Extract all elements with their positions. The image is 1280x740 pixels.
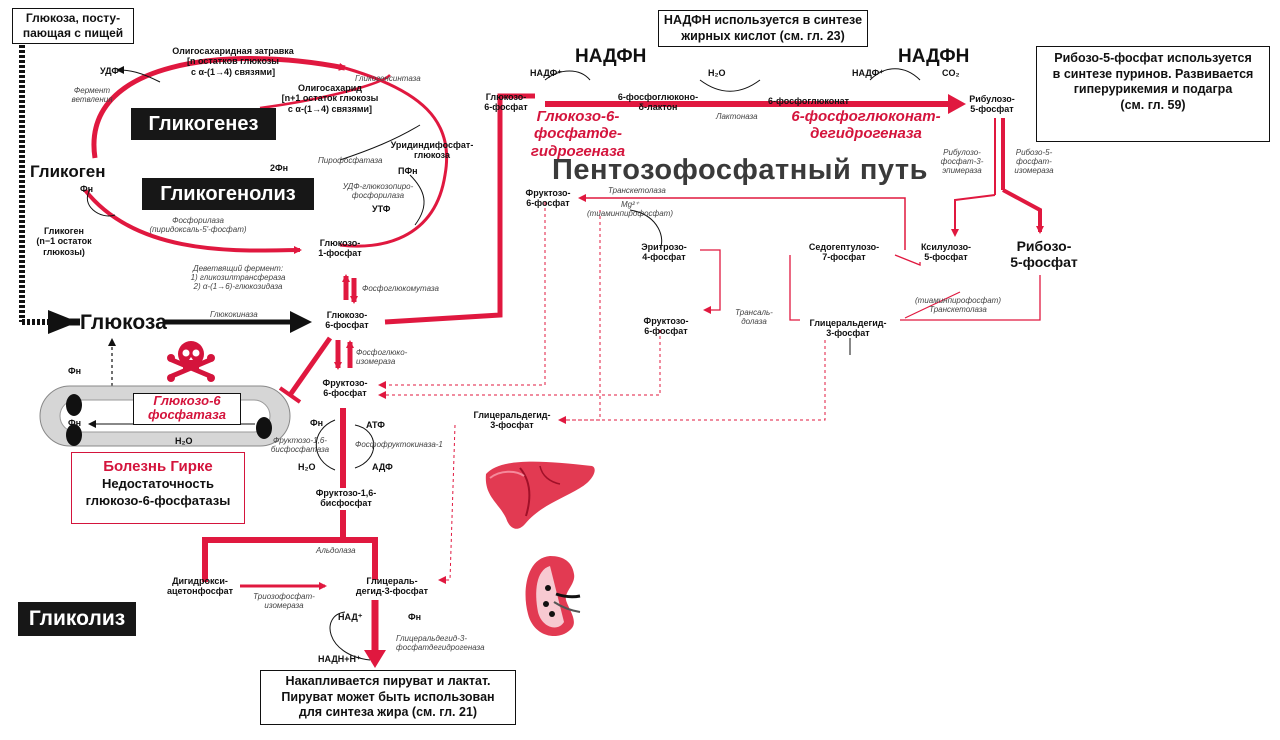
ppi-label: ПФн	[398, 166, 418, 176]
transketolase-label: Транскетолаза	[608, 186, 666, 195]
nadph-right: НАДФН	[898, 46, 970, 67]
phosphoglucoisomerase-label: Фосфоглюко- изомераза	[356, 348, 408, 367]
h2o-label: H₂O	[298, 462, 316, 472]
e4p-label: Эритрозо- 4-фосфат	[641, 242, 687, 263]
pi-gap: Фн	[408, 612, 422, 622]
utf-label: УТФ	[372, 204, 391, 214]
g6pase-box: Глюкозо-6 фосфатаза	[133, 393, 241, 425]
epimerase-label: Рибулозо- фосфат-3- эпимераза	[940, 148, 984, 176]
aldolase-label: Альдолаза	[316, 546, 356, 555]
ru5p-label: Рибулозо- 5-фосфат	[969, 94, 1015, 115]
gapdh-label: Глицеральдегид-3- фосфатдегидрогеназа	[396, 634, 485, 653]
h2o-er-label: H₂O	[175, 436, 193, 446]
glycogen-n1-label: Гликоген (n−1 остаток глюкозы)	[36, 226, 92, 257]
nadh-label: НАДН+Н⁺	[318, 654, 361, 664]
dhap-label: Дигидрокси- ацетонфосфат	[166, 576, 234, 597]
food-glucose-box: Глюкоза, посту- пающая с пищей	[12, 8, 134, 44]
skull-crossbones-icon	[166, 338, 216, 386]
f6p-label: Фруктозо- 6-фосфат	[322, 378, 368, 399]
gierke-title: Болезнь Гирке	[103, 458, 213, 475]
g6pase-label: Глюкозо-6 фосфатаза	[148, 393, 226, 422]
f6p-ppp-label: Фруктозо- 6-фосфат	[525, 188, 571, 209]
g6pdh-label: Глюкозо-6- фосфатде- гидрогеназа	[530, 108, 626, 160]
two-pi-label: 2Фн	[270, 163, 289, 173]
pi-er-top: Фн	[68, 366, 82, 376]
gierke-box: Болезнь Гирке Недостаточность глюкозо-6-…	[71, 452, 245, 524]
gap-mid-label: Глицеральдегид- 3-фосфат	[473, 410, 551, 431]
oligosaccharide-label: Олигосахарид [n+1 остаток глюкозы с α-(1…	[281, 83, 379, 114]
gierke-text: Недостаточность глюкозо-6-фосфатазы	[85, 476, 231, 508]
glycogen-synthase-label: Гликогенсинтаза	[355, 74, 421, 83]
phosphoglucomutase-label: Фосфоглюкомутаза	[362, 284, 439, 293]
ribose-usage-box: Рибозо-5-фосфат используется в синтезе п…	[1036, 46, 1270, 142]
fbpase-label: Фруктозо-1,6- бисфосфатаза	[270, 436, 330, 455]
glycolysis-title: Гликолиз	[18, 602, 136, 636]
s7p-label: Седогептулозо- 7-фосфат	[808, 242, 880, 263]
pyruvate-box: Накапливается пируват и лактат. Пируват …	[260, 670, 516, 725]
pi-label: Фн	[80, 184, 94, 194]
glycogenesis-title: Гликогенез	[131, 108, 276, 140]
xu5p-label: Ксилулозо- 5-фосфат	[920, 242, 972, 263]
h2o-ppp: H₂O	[708, 68, 726, 78]
g6p-ppp-label: Глюкозо- 6-фосфат	[484, 92, 528, 113]
udf-label: УДФ	[100, 66, 120, 76]
pgdh-label: 6-фосфоглюконат- дегидрогеназа	[791, 108, 941, 143]
liver-icon	[480, 456, 600, 534]
pfk-label: Фосфофруктокиназа-1	[355, 440, 443, 449]
r5p-label: Рибозо- 5-фосфат	[1010, 238, 1078, 271]
lactonase-label: Лактоназа	[716, 112, 758, 121]
gluconate-label: 6-фосфоглюконат	[768, 96, 850, 106]
lactone-label: 6-фосфоглюконо- δ-лактон	[617, 92, 699, 113]
pi-er-bottom: Фн	[68, 418, 82, 428]
nadp-right: НАДФ⁺	[852, 68, 885, 78]
adf-label: АДФ	[372, 462, 393, 472]
atf-label: АТФ	[366, 420, 385, 430]
co2-label: CO₂	[942, 68, 960, 78]
gap-ppp-label: Глицеральдегид- 3-фосфат	[809, 318, 887, 339]
g6p-label: Глюкозо- 6-фосфат	[325, 310, 369, 331]
nad-label: НАД⁺	[338, 612, 363, 622]
isomerase-label: Рибозо-5- фосфат- изомераза	[1014, 148, 1054, 176]
oligo-primer-label: Олигосахаридная затравка [n остатков глю…	[172, 46, 294, 77]
udp-pyrophosphorylase-label: УДФ-глюкозопиро- фосфорилаза	[342, 182, 414, 201]
pyrophosphatase-label: Пирофосфатаза	[318, 156, 383, 165]
transaldolase-label: Трансаль- долаза	[735, 308, 773, 327]
kidney-icon	[520, 552, 586, 644]
pi-fbpase: Фн	[310, 418, 324, 428]
nadph-usage-box: НАДФН используется в синтезе жирных кисл…	[658, 10, 868, 48]
udp-glucose-label: Уридиндифосфат- глюкоза	[390, 140, 474, 161]
glycogenolysis-title: Гликогенолиз	[142, 178, 314, 210]
g1p-label: Глюкозо- 1-фосфат	[318, 238, 362, 259]
gap-label: Глицераль- дегид-3-фосфат	[355, 576, 429, 597]
tpp-tk-label: (тиаминпирофосфат) Транскетолаза	[915, 296, 1001, 315]
f6p-ppp2-label: Фруктозо- 6-фосфат	[643, 316, 689, 337]
mg-tpp-label: Mg²⁺ (тиаминпирофосфат)	[587, 200, 673, 219]
glycogen-label: Гликоген	[30, 162, 106, 181]
nadph-left: НАДФН	[575, 46, 647, 67]
tpi-label: Триозофосфат- изомераза	[253, 592, 315, 611]
glucose-label: Глюкоза	[80, 311, 167, 334]
branching-enzyme-label: Фермент ветвления	[71, 86, 113, 105]
nadp-left: НАДФ⁺	[530, 68, 563, 78]
ppp-title: Пентозофосфатный путь	[552, 154, 928, 186]
phosphorylase-label: Фосфорилаза (пиридоксаль-5'-фосфат)	[149, 216, 247, 235]
debranching-label: Деветвящий фермент: 1) гликозилтрансфера…	[190, 264, 286, 292]
fbp-label: Фруктозо-1,6- бисфосфат	[315, 488, 377, 509]
glucokinase-label: Глюкокиназа	[210, 310, 258, 319]
